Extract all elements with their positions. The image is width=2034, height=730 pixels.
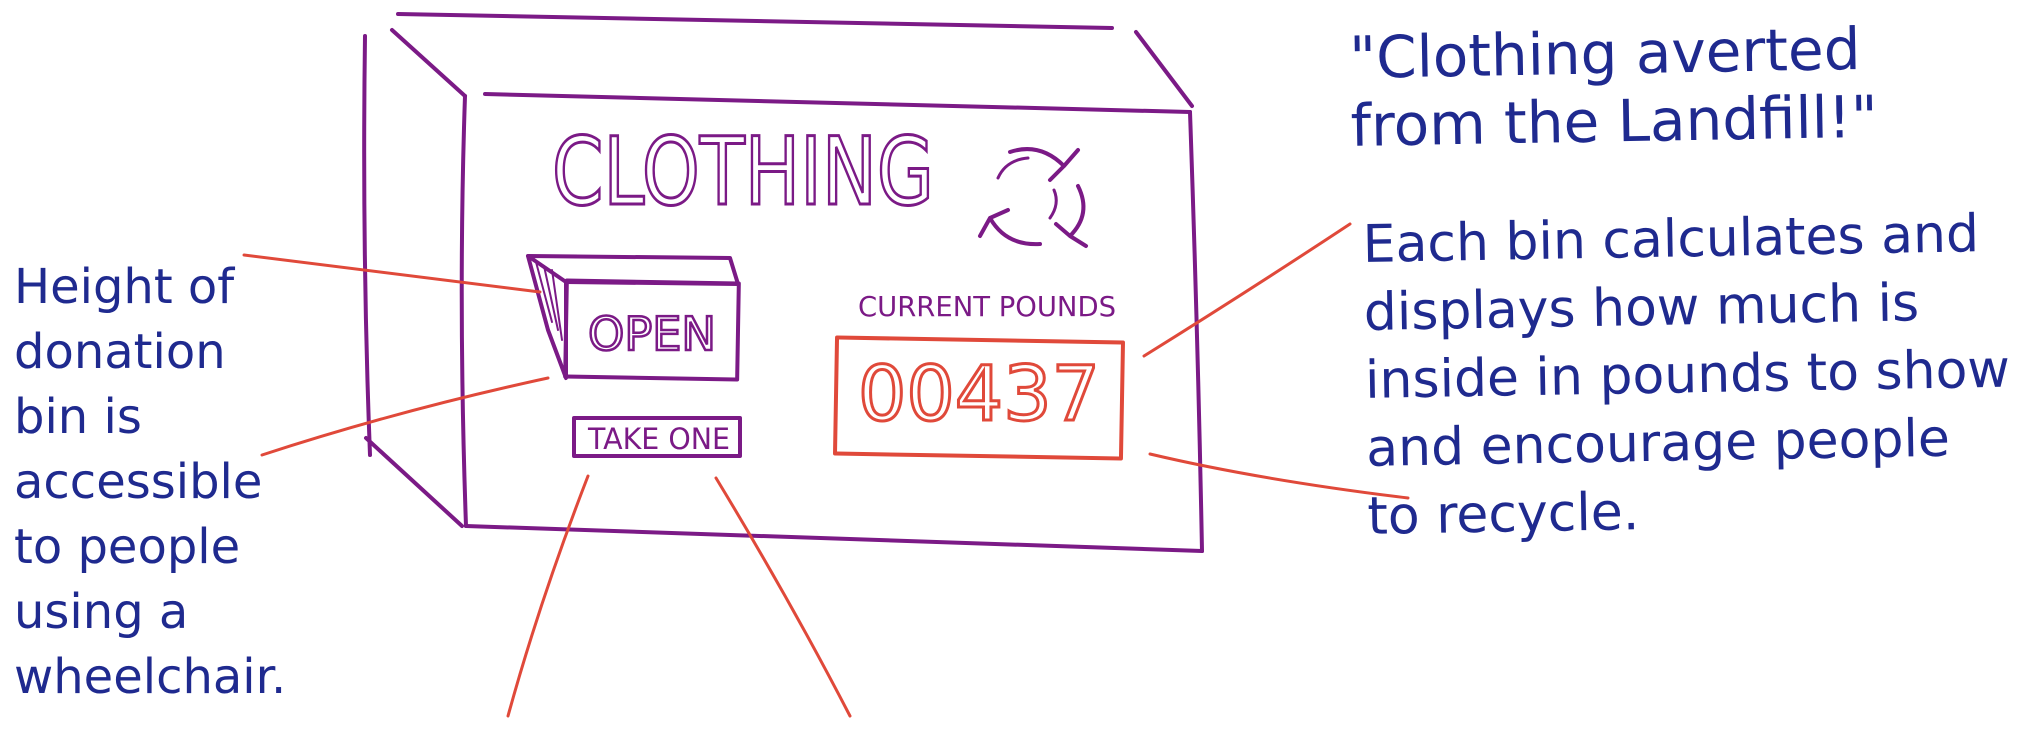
open-label[interactable]: OPEN bbox=[588, 307, 716, 361]
bin-left-bottom-diagonal bbox=[366, 438, 462, 526]
leader-height-top bbox=[244, 255, 540, 292]
leader-takeone-right bbox=[716, 478, 850, 716]
recycle-icon bbox=[980, 149, 1086, 246]
open-flap-side bbox=[528, 256, 566, 378]
bin-left-top-diagonal bbox=[392, 30, 465, 96]
bin-front-left-edge bbox=[462, 96, 466, 526]
donation-bin bbox=[364, 14, 1202, 551]
counter-value: 00437 bbox=[858, 349, 1100, 438]
leader-height-bottom bbox=[262, 378, 548, 455]
leader-lines bbox=[244, 224, 1408, 716]
bin-front-bottom-edge bbox=[466, 526, 1202, 551]
counter-caption: CURRENT POUNDS bbox=[858, 290, 1116, 323]
bin-front-top-edge bbox=[485, 94, 1190, 112]
leader-takeone-left bbox=[508, 476, 588, 716]
bin-title: CLOTHING bbox=[552, 118, 934, 227]
bin-right-top-diagonal bbox=[1136, 32, 1192, 106]
take-one-label[interactable]: TAKE ONE bbox=[587, 422, 730, 456]
annotation-height: Height of donation bin is accessible to … bbox=[14, 255, 274, 710]
annotation-quote: "Clothing averted from the Landfill!" bbox=[1349, 12, 2031, 160]
bin-front-right-edge bbox=[1190, 112, 1202, 551]
bin-back-left-edge bbox=[364, 36, 370, 455]
leader-display-top bbox=[1144, 224, 1350, 356]
bin-back-top-edge bbox=[398, 14, 1112, 28]
annotation-display: Each bin calculates and displays how muc… bbox=[1362, 199, 2034, 551]
